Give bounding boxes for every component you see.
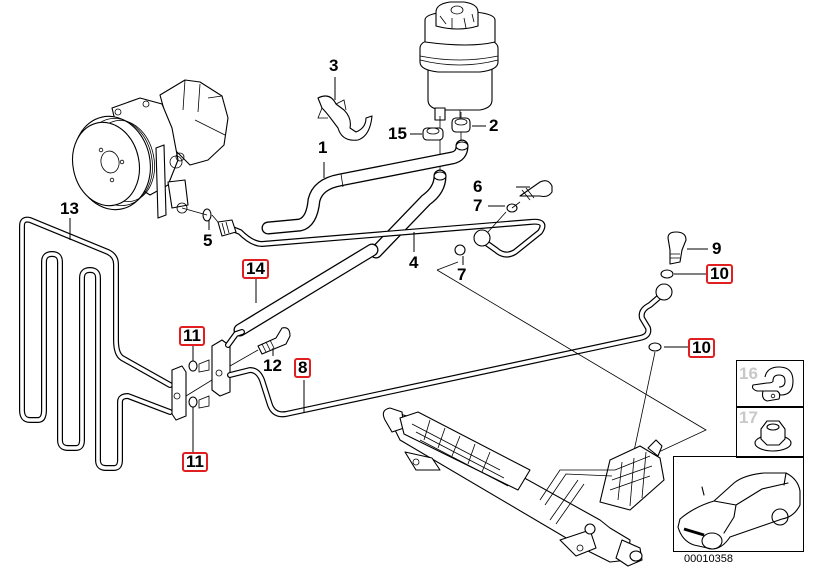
banjo-bolt-6[interactable] [519,180,553,201]
callout-11a[interactable]: 11 [179,326,205,346]
callout-13[interactable]: 13 [60,199,79,218]
callout-11b[interactable]: 11 [182,452,208,472]
pressure-pipe[interactable] [217,218,546,258]
callout-14[interactable]: 14 [242,259,269,279]
return-pipe-14[interactable] [225,243,379,348]
callout-4[interactable]: 4 [409,253,419,272]
callout-6[interactable]: 6 [473,177,483,196]
car-silhouette-icon [677,472,801,550]
callout-8[interactable]: 8 [294,358,312,378]
callout-10a[interactable]: 10 [706,264,733,284]
inset-flange-nut[interactable]: 17 [736,406,804,458]
hose-clamp-2[interactable] [451,117,471,133]
bolt-12[interactable] [229,327,291,367]
callout-3[interactable]: 3 [329,56,339,75]
callout-2[interactable]: 2 [489,116,499,135]
power-steering-pump[interactable] [65,79,229,219]
inset-pipe-clamp[interactable]: 16 [736,360,804,408]
callout-7a[interactable]: 7 [473,196,483,215]
callout-17: 17 [739,408,758,427]
sealing-washer-10a[interactable] [660,269,674,279]
callout-12[interactable]: 12 [263,356,282,375]
sealing-washer-10b[interactable] [648,342,662,352]
callout-9[interactable]: 9 [712,239,722,258]
pipe-connector-block[interactable] [171,339,231,421]
drawing-number: 00010358 [684,553,733,565]
oil-cooler-coil[interactable] [19,216,173,471]
banjo-bolt-9[interactable] [667,231,687,265]
flange-nut-icon [754,420,792,452]
callout-5[interactable]: 5 [203,231,213,250]
inset-vehicle-locator[interactable] [673,456,804,552]
callout-1[interactable]: 1 [318,138,328,157]
pipe-clamp-icon [751,366,794,402]
fluid-reservoir[interactable] [419,1,499,121]
steering-rack[interactable] [382,407,665,567]
suction-hose[interactable] [261,139,469,259]
return-pipe-8[interactable] [227,283,673,418]
callout-7b[interactable]: 7 [457,265,467,284]
callout-15[interactable]: 15 [388,124,407,143]
callout-16: 16 [739,364,758,383]
sealing-washer-7b[interactable] [454,244,466,256]
hose-clamp-15[interactable] [422,127,444,141]
callout-10b[interactable]: 10 [688,338,715,358]
hose-clamp[interactable] [317,95,373,141]
